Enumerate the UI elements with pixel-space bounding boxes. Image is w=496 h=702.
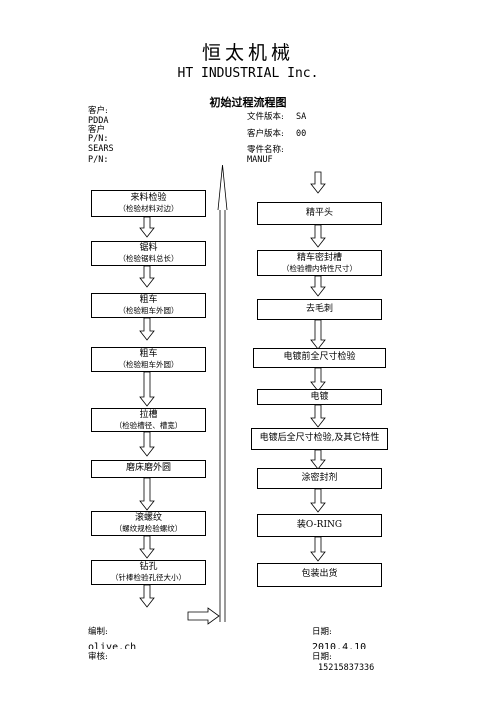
document-title: 初始过程流程图 — [209, 96, 287, 109]
date-label: 日期: — [312, 627, 332, 637]
arrow-right-icon — [187, 607, 220, 625]
customer-pn-label-2: P/N: — [88, 134, 109, 144]
step-post-plating-inspection: 电镀后全尺寸检验,及其它特性 — [251, 428, 388, 450]
arrow-down-icon — [310, 275, 326, 297]
step-packaging-shipping: 包装出货 — [257, 563, 382, 587]
arrow-down-icon — [139, 535, 155, 559]
pn-label: P/N: — [88, 155, 109, 165]
arrow-down-icon — [310, 404, 326, 428]
customer-label: 客户: — [88, 106, 108, 116]
arrow-down-icon — [139, 584, 155, 608]
arrow-down-icon — [139, 265, 155, 288]
step-grooving: 拉槽 （检验槽径、槽宽） — [91, 408, 206, 432]
step-od-grinding: 磨床磨外圆 — [91, 460, 206, 478]
file-version-value: SA — [296, 112, 307, 122]
prepared-by-value: olive.ch — [88, 642, 137, 649]
file-version-label: 文件版本: — [247, 112, 284, 122]
customer-version-label: 客户版本: — [247, 129, 284, 139]
company-name-en: HT INDUSTRIAL Inc. — [177, 66, 319, 81]
customer-version-value: 00 — [296, 129, 307, 139]
step-thread-rolling: 滚螺纹 （螺纹规检验螺纹） — [91, 511, 206, 536]
arrow-down-icon — [310, 488, 326, 513]
customer-value: PDDA — [88, 116, 109, 126]
step-drilling: 钻孔 （针棒检验孔径大小） — [91, 560, 206, 585]
step-incoming-inspection: 来料检验 （检验材料对边） — [91, 190, 206, 217]
arrow-down-icon — [310, 449, 326, 470]
step-finish-facing: 精平头 — [257, 202, 382, 225]
arrow-down-icon — [139, 431, 155, 457]
step-sawing: 锯料 （检验锯料总长） — [91, 241, 206, 266]
arrow-down-icon — [310, 224, 326, 248]
step-finish-seal-groove: 精车密封槽 （检验槽内特性尺寸） — [257, 250, 382, 276]
date-value: 2010.4.10 — [312, 642, 367, 649]
prepared-by-label: 编制: — [88, 627, 108, 637]
reviewed-by-label: 审核: — [88, 652, 108, 662]
part-name-value: MANUF — [247, 155, 273, 165]
arrow-down-icon — [139, 216, 155, 238]
return-connector — [217, 164, 228, 622]
customer-pn-value: SEARS — [88, 144, 114, 154]
arrow-down-icon — [310, 319, 326, 350]
part-name-label: 零件名称: — [247, 145, 284, 155]
step-sealant: 涂密封剂 — [257, 468, 382, 489]
company-name-cn: 恒太机械 — [201, 42, 294, 64]
arrow-down-icon — [139, 371, 155, 407]
arrow-down-icon — [139, 477, 155, 511]
step-deburring: 去毛刺 — [257, 299, 382, 320]
arrow-down-icon — [310, 367, 326, 392]
arrow-down-icon — [139, 317, 155, 341]
step-rough-turning-1: 粗车 （检验粗车外圆） — [91, 293, 206, 318]
step-o-ring-assembly: 装O-RING — [257, 514, 382, 537]
phone-number: 15215837336 — [318, 663, 375, 673]
step-rough-turning-2: 粗车 （检验粗车外圆） — [91, 347, 206, 372]
arrow-down-icon — [310, 536, 326, 562]
review-date-label: 日期: — [312, 652, 332, 662]
arrow-down-icon — [310, 171, 326, 194]
step-pre-plating-inspection: 电镀前全尺寸检验 — [253, 348, 386, 368]
customer-pn-label: 客户 — [88, 125, 106, 135]
step-plating: 电镀 — [257, 389, 382, 405]
